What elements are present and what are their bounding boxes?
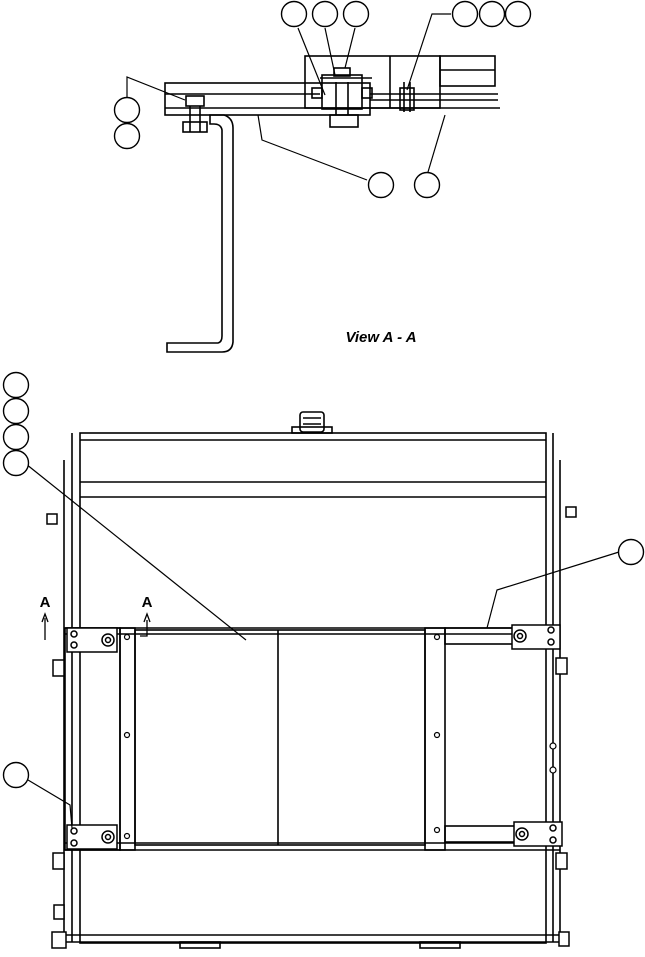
main-view-leaders	[25, 463, 620, 829]
rivet	[123, 832, 131, 840]
callout-balloon	[342, 0, 370, 28]
side-tab	[555, 657, 568, 675]
callout-balloon	[367, 171, 395, 199]
l-rod	[166, 114, 234, 353]
rivet	[433, 731, 441, 739]
mounting-hardware	[46, 506, 577, 949]
section-marks	[41, 612, 151, 640]
side-tab	[555, 852, 568, 870]
side-tab	[52, 852, 65, 870]
filler-cap	[299, 411, 325, 433]
bolt-center	[516, 632, 524, 640]
rivet	[123, 731, 131, 739]
side-fitting	[565, 506, 577, 518]
leader-top-3	[344, 27, 356, 69]
side-tab	[51, 931, 67, 949]
callout-balloon	[413, 171, 441, 199]
leader-top-1	[297, 27, 326, 96]
rivet	[549, 766, 557, 774]
main-front-view	[58, 411, 566, 949]
filler-neck	[291, 426, 333, 434]
rivet	[433, 826, 441, 834]
left-bolt-head	[185, 95, 205, 107]
main-view-callouts	[2, 371, 645, 789]
mount-block-right	[439, 55, 496, 87]
leader-left-1	[126, 76, 186, 101]
bolt	[70, 839, 78, 847]
clamp-lower-nut	[329, 114, 359, 128]
side-fitting	[46, 513, 58, 525]
callout-balloon	[2, 371, 30, 399]
rivets	[123, 633, 557, 840]
callout-balloon	[113, 122, 141, 150]
section-arrow-right-head	[143, 612, 151, 623]
section-arrow-left-head	[41, 612, 49, 623]
bottom-drain	[179, 941, 221, 949]
view-title: View A - A	[345, 329, 416, 346]
bolt-center	[104, 833, 112, 841]
bolt-center	[518, 830, 526, 838]
view-a-a-detail	[164, 55, 500, 353]
right-bolt-head	[399, 87, 415, 111]
left-bolt-nut	[182, 121, 208, 133]
callout-balloon	[2, 423, 30, 451]
side-tab	[558, 931, 570, 947]
right-core-strip	[424, 627, 446, 851]
rivet	[123, 633, 131, 641]
section-arrow-right-shaft	[140, 620, 148, 637]
leader-top-4	[406, 13, 451, 91]
bolt	[547, 638, 555, 646]
view-a-a-callouts	[113, 0, 532, 199]
bolt	[549, 824, 557, 832]
callout-balloon	[504, 0, 532, 28]
bolt	[549, 836, 557, 844]
bolt	[70, 641, 78, 649]
leader-right-bracket	[486, 551, 620, 629]
bolt	[70, 827, 78, 835]
view-a-a-leaders	[126, 13, 451, 181]
clamp-nut-right	[361, 87, 373, 99]
bolt-center	[104, 636, 112, 644]
bottom-drain	[419, 941, 461, 949]
callout-balloon	[113, 96, 141, 124]
callout-balloon	[478, 0, 506, 28]
callout-balloon	[2, 449, 30, 477]
callout-balloon	[280, 0, 308, 28]
callout-balloon	[311, 0, 339, 28]
leader-lower-left	[27, 779, 73, 829]
bracket-plate	[164, 82, 371, 116]
side-fitting	[53, 904, 65, 920]
side-tab	[52, 659, 65, 677]
callout-balloon	[617, 538, 645, 566]
bolt	[70, 630, 78, 638]
section-label-left: A	[40, 594, 51, 611]
leader-top-2	[324, 27, 336, 76]
bolt	[547, 626, 555, 634]
callout-balloon	[2, 397, 30, 425]
leader-bottom-2	[427, 114, 446, 173]
clamp-nut-left	[311, 87, 323, 99]
section-label-right: A	[142, 594, 153, 611]
callout-balloon	[451, 0, 479, 28]
callout-balloon	[2, 761, 30, 789]
rivet	[549, 742, 557, 750]
leader-core	[25, 463, 247, 641]
rivet	[433, 633, 441, 641]
leader-bottom-1	[257, 114, 368, 181]
